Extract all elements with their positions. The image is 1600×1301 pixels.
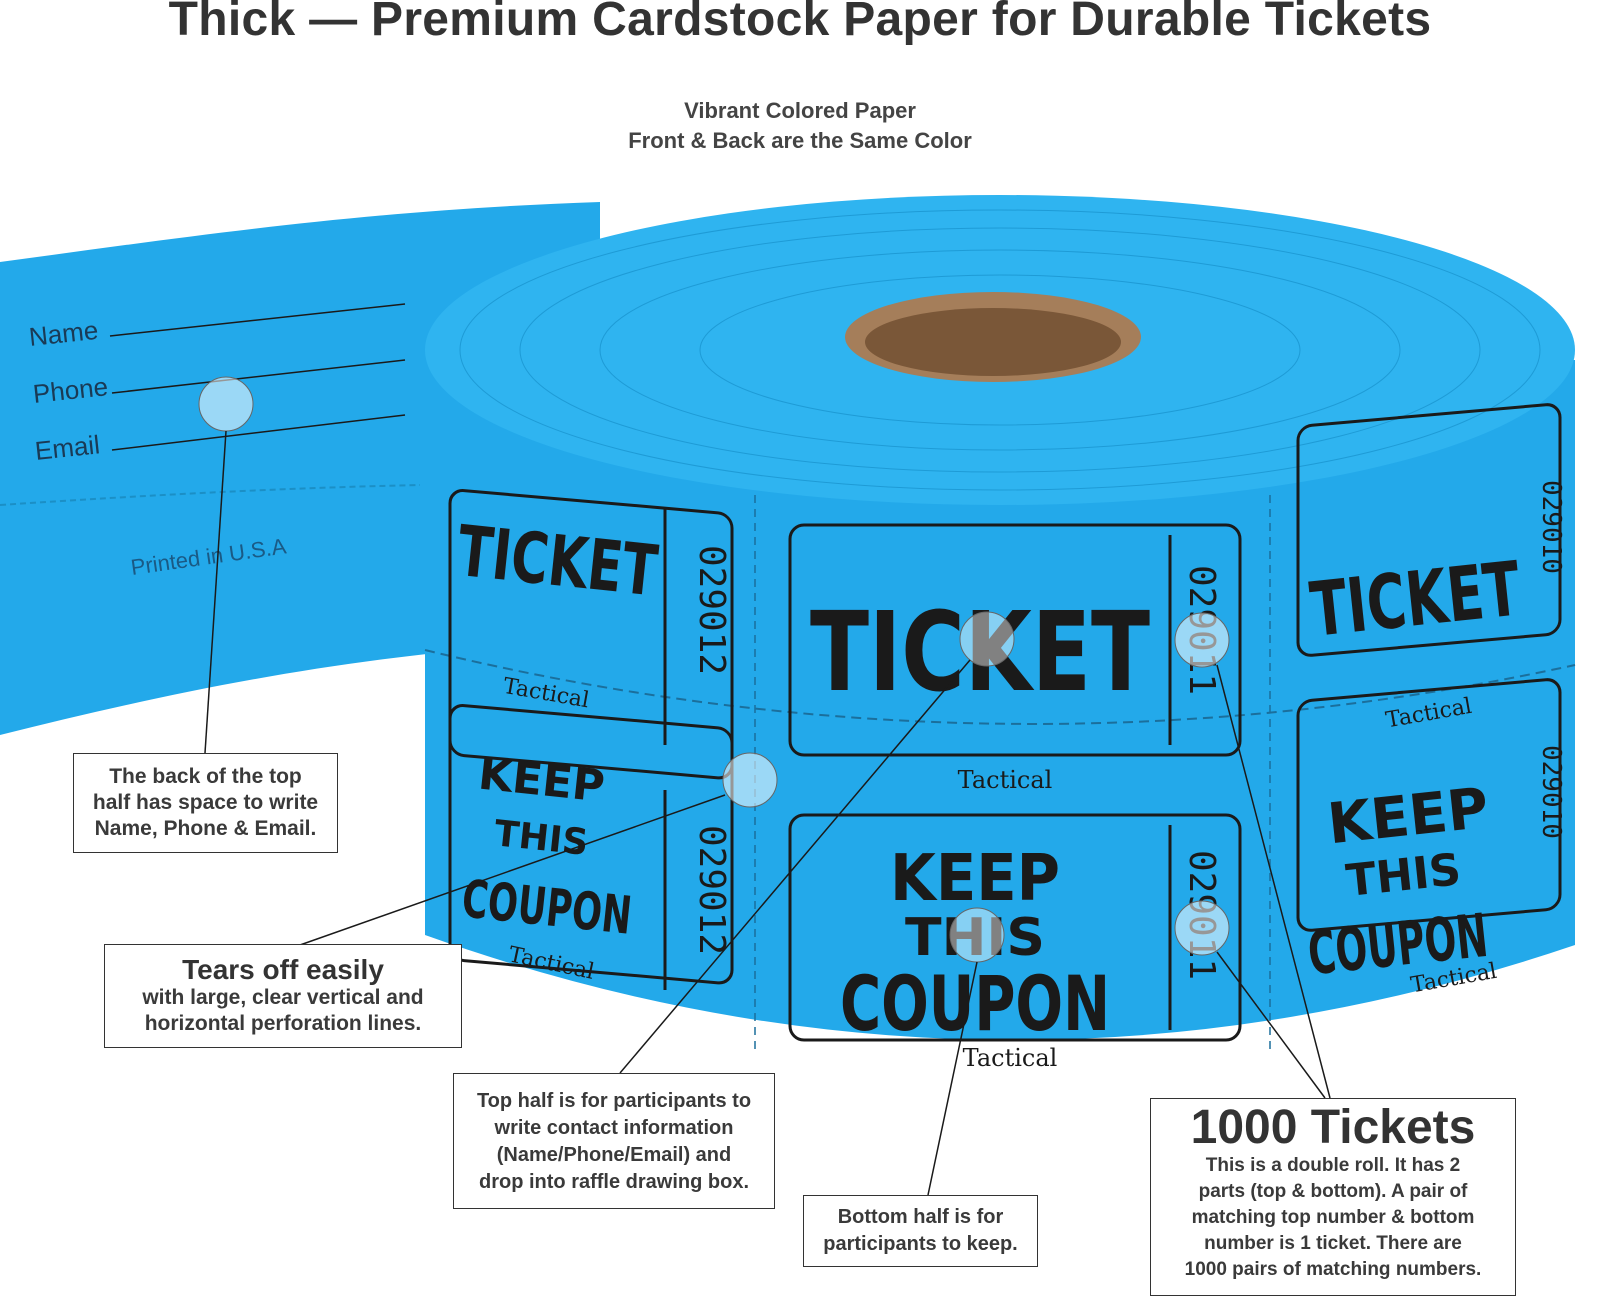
- callout-top-line-1: Top half is for participants to: [476, 1090, 752, 1112]
- ticket-border-right-top: [1296, 403, 1562, 657]
- roll-ring-4: [699, 274, 1301, 426]
- roll-ring-2: [519, 227, 1481, 473]
- callout-bottom-half: Bottom half is for participants to keep.: [803, 1195, 1038, 1267]
- highlight-bottom-coupon: [949, 907, 1005, 963]
- serial-right-bottom: 029010: [1536, 745, 1566, 839]
- highlight-back-fields: [198, 376, 254, 432]
- ticket-border-left-top: [448, 489, 734, 780]
- callout-back-line-2: half has space to write: [92, 791, 319, 814]
- core-hole: [865, 308, 1121, 376]
- roll-ring-3: [599, 249, 1401, 451]
- leader-top-half: [619, 659, 971, 1074]
- email-label: Email: [33, 429, 101, 466]
- highlight-top-number: [1174, 612, 1230, 668]
- callout-count-line-1: This is a double roll. It has 2: [1205, 1155, 1461, 1176]
- leader-back: [204, 430, 227, 754]
- leader-count-top: [1216, 664, 1331, 1099]
- ticket-border-left-bottom: [448, 704, 734, 985]
- callout-top-line-4: drop into raffle drawing box.: [479, 1171, 749, 1193]
- callout-count-line-3: matching top number & bottom: [1191, 1207, 1475, 1228]
- callout-tears-off: Tears off easily with large, clear verti…: [104, 944, 462, 1048]
- ticket-word-right: TICKET: [1306, 544, 1524, 653]
- callout-top-line-2: write contact information: [494, 1117, 734, 1139]
- callout-tears-title: Tears off easily: [182, 954, 384, 985]
- ticket-word-center: TICKET: [810, 588, 1150, 716]
- brand-center-top: Tactical: [958, 766, 1053, 794]
- callout-count-title: 1000 Tickets: [1190, 1101, 1476, 1154]
- highlight-bottom-number: [1174, 900, 1230, 956]
- leader-bottom-half: [927, 961, 978, 1196]
- keep-word-center: KEEP: [890, 842, 1060, 916]
- leader-count-bottom: [1216, 951, 1326, 1099]
- callout-count-line-5: 1000 pairs of matching numbers.: [1184, 1259, 1482, 1280]
- this-word-right: THIS: [1344, 844, 1464, 907]
- horizontal-perforation: [424, 649, 1576, 725]
- callout-back-line-3: Name, Phone & Email.: [94, 817, 317, 840]
- brand-center-bottom: Tactical: [963, 1044, 1058, 1072]
- highlight-perforation: [722, 752, 778, 808]
- ticket-border-center-bottom: [788, 813, 1242, 1042]
- highlight-top-ticket: [959, 611, 1015, 667]
- this-word-center: THIS: [905, 908, 1045, 968]
- callout-count-line-4: number is 1 ticket. There are: [1204, 1233, 1462, 1254]
- ticket-border-right-bottom: [1296, 678, 1562, 932]
- serial-left-top: 029012: [691, 545, 732, 675]
- subheading-line-2: Front & Back are the Same Color: [628, 128, 972, 153]
- roll-body: [425, 360, 1575, 1041]
- serial-right-top: 029010: [1536, 480, 1566, 574]
- name-line: [109, 303, 406, 337]
- callout-top-half: Top half is for participants to write co…: [453, 1073, 775, 1209]
- name-label: Name: [27, 315, 99, 352]
- strip-perforation: [0, 484, 421, 506]
- callout-top-line-3: (Name/Phone/Email) and: [496, 1144, 732, 1166]
- email-line: [111, 414, 406, 451]
- callout-count-line-2: parts (top & bottom). A pair of: [1198, 1181, 1468, 1202]
- headline: Thick — Premium Cardstock Paper for Dura…: [168, 0, 1432, 46]
- callout-tears-line-2: horizontal perforation lines.: [144, 1012, 422, 1035]
- subheading-line-1: Vibrant Colored Paper: [684, 98, 916, 123]
- this-word-left: THIS: [492, 813, 590, 864]
- callout-back-fields: The back of the top half has space to wr…: [73, 753, 338, 853]
- serial-left-bottom: 029012: [691, 825, 732, 955]
- ticket-border-center-top: [788, 523, 1242, 757]
- callout-tears-line-1: with large, clear vertical and: [142, 986, 424, 1009]
- callout-bottom-line-2: participants to keep.: [823, 1233, 1018, 1255]
- callout-1000-tickets: 1000 Tickets This is a double roll. It h…: [1150, 1098, 1516, 1296]
- callout-bottom-line-1: Bottom half is for: [837, 1206, 1004, 1228]
- callout-back-line-1: The back of the top: [109, 765, 302, 788]
- leader-tears: [299, 794, 726, 946]
- phone-line: [111, 359, 406, 394]
- roll-ring-1: [459, 209, 1541, 491]
